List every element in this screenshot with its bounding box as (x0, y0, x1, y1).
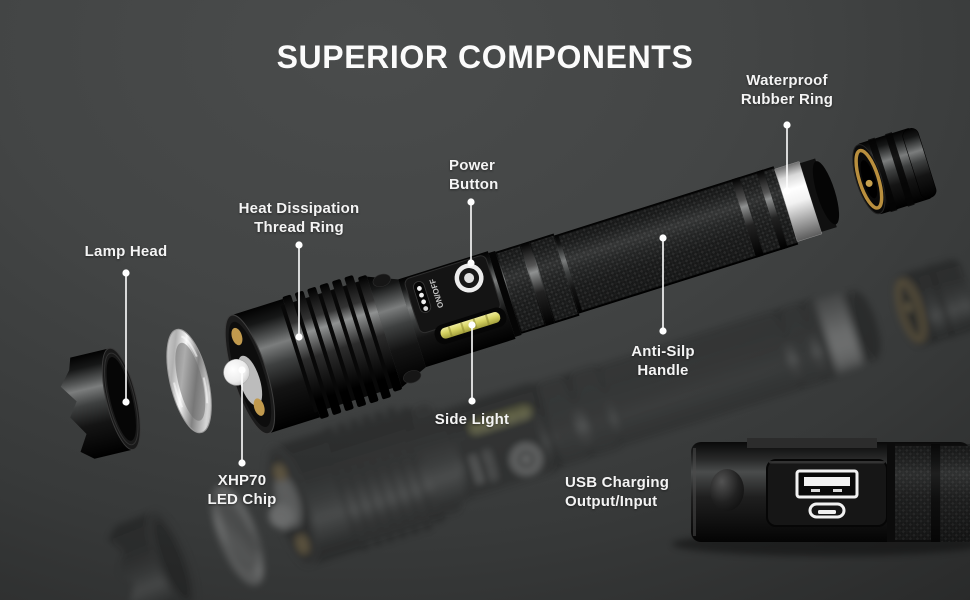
label-usb: USB Charging Output/Input (565, 474, 670, 510)
label-waterproof-ring: Waterproof Rubber Ring (740, 72, 834, 108)
lamp-head-bezel (60, 347, 141, 459)
leader-heat-ring (295, 241, 303, 341)
leader-waterproof-ring (783, 121, 791, 195)
gold-contact-top (231, 327, 243, 346)
tail-spring-contact (865, 179, 873, 187)
leader-led-chip (238, 366, 246, 467)
heat-dissipation-fins (280, 275, 402, 419)
label-anti-slip: Anti-Silp Handle (631, 343, 695, 379)
label-led-chip: XHP70 LED Chip (207, 472, 277, 508)
knurled-handle (488, 166, 799, 337)
led-chip-dome (223, 358, 250, 386)
micro-usb-port (808, 502, 846, 519)
leader-power-button (467, 198, 475, 267)
leader-side-light (468, 321, 476, 405)
gold-contact-bottom (253, 398, 265, 416)
inset-switch-knob (710, 469, 744, 511)
label-heat-ring: Heat Dissipation Thread Ring (238, 200, 360, 236)
page-title: SUPERIOR COMPONENTS (276, 39, 694, 76)
usb-inset (672, 438, 970, 556)
flashlight-head (223, 273, 426, 435)
usb-a-port (795, 469, 859, 499)
switch-section: ON/OFF (398, 251, 516, 368)
tail-brass-contact-ring (854, 148, 884, 210)
inset-knurled-bands (895, 444, 970, 542)
power-button (454, 263, 484, 293)
leader-lines (122, 121, 791, 467)
label-lamp-head: Lamp Head (84, 243, 168, 260)
label-side-light: Side Light (434, 411, 510, 428)
leader-lamp-head (122, 269, 130, 406)
leader-anti-slip (659, 234, 667, 335)
tail-thread-collar (799, 158, 840, 232)
glass-lens (166, 328, 212, 434)
tail-cap (852, 128, 937, 215)
flashlight-exploded-view: ON/OFF (60, 128, 970, 600)
label-power-button: Power Button (449, 157, 499, 193)
